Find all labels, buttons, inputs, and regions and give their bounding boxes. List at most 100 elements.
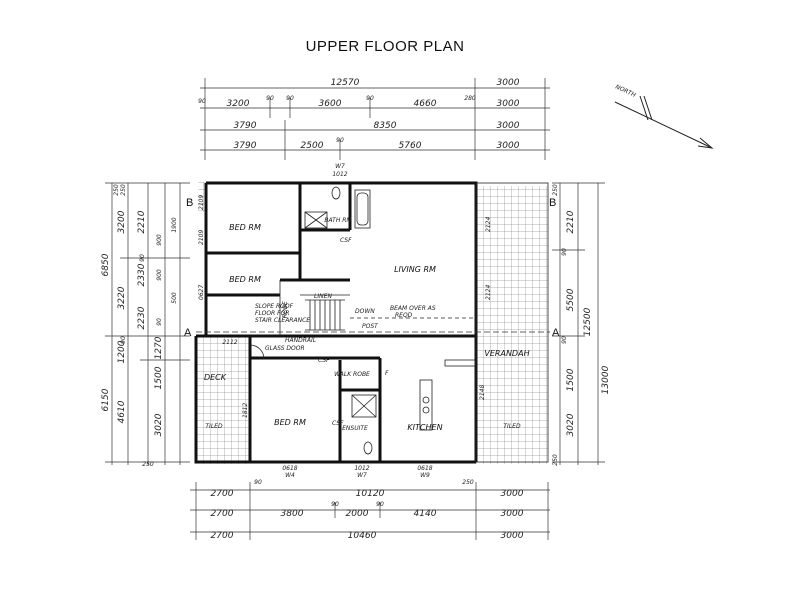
room-ensuite: ENSUITE — [342, 425, 368, 432]
dim-top-r2-c: 90 — [266, 95, 274, 102]
dim-top-r3-a: 3790 — [234, 121, 257, 131]
dim-left-inner-3: 90 — [139, 254, 146, 262]
window-w10: 2124 — [485, 285, 492, 300]
room-deck: DECK — [204, 373, 227, 382]
dim-top-r4-b: 2500 — [301, 141, 324, 151]
note-csf-3: CSF — [332, 420, 344, 427]
dim-left-mid-3: 3220 — [117, 286, 127, 309]
dim-right-mid: 12500 — [583, 307, 593, 336]
dim-top-r2-a: 90 — [198, 98, 206, 105]
section-b-right: B — [549, 197, 556, 209]
window-w7-top-tag: W7 — [335, 163, 345, 170]
dim-right-inner-4: 3020 — [566, 413, 576, 436]
note-beam-1: BEAM OVER AS — [390, 305, 436, 312]
dim-bottom-r2-b: 3800 — [281, 509, 304, 519]
dim-left-mid-2: 3200 — [117, 210, 127, 233]
dim-left-mid-4: 90 — [120, 336, 127, 344]
room-walk-robe: WALK ROBE — [334, 371, 370, 378]
dim-right-inner-1: 2210 — [566, 210, 576, 233]
window-w1: 2109 — [198, 195, 205, 210]
fixtures — [249, 186, 476, 455]
window-tags: W7 1012 0618 W4 1012 W7 0618 W9 2109 210… — [198, 163, 492, 479]
note-slope-roof-3: STAIR CLEARANCE — [255, 317, 310, 324]
room-bed-3: BED RM — [274, 418, 306, 427]
dim-left-extra-2: 900 — [156, 269, 163, 281]
top-dimensions: 12570 3000 90 3200 90 90 3600 90 4660 28… — [198, 78, 550, 160]
dim-left-extra-5: 250 — [113, 184, 120, 196]
dim-left-outer-2: 6150 — [101, 388, 111, 411]
label-tiled-right: TILED — [503, 423, 521, 430]
dim-top-r3-c: 3000 — [497, 121, 520, 131]
dim-bottom-r2-g: 3000 — [501, 509, 524, 519]
note-robe: ROBE — [282, 301, 289, 318]
window-w9-size: 0618 — [417, 465, 432, 472]
dim-left-inner-2: 2330 — [137, 263, 147, 286]
north-label: NORTH — [614, 83, 637, 99]
plan-title: UPPER FLOOR PLAN — [306, 38, 465, 55]
dim-right-extra-3: 250 — [552, 184, 559, 196]
window-w8: 2124 — [485, 217, 492, 232]
dim-left-extra-6: 250 — [142, 461, 154, 468]
dim-bottom-r1-a: 2700 — [211, 489, 234, 499]
plan-notes: SLOPE ROOF FLOOR FOR STAIR CLEARANCE BEA… — [255, 237, 436, 427]
room-bed-2: BED RM — [229, 275, 261, 284]
dim-top-r4-a: 3790 — [234, 141, 257, 151]
room-bed-1: BED RM — [229, 223, 261, 232]
window-w7-top-size: 1012 — [332, 171, 347, 178]
note-f: F — [385, 370, 389, 377]
note-csf-2: CSF — [318, 357, 330, 364]
room-bath: BATH RM — [324, 217, 352, 224]
note-post: POST — [362, 323, 379, 330]
deck-tiles — [196, 336, 250, 464]
dim-right-inner-3: 1500 — [566, 368, 576, 391]
note-glass-door: GLASS DOOR — [265, 345, 305, 352]
room-labels: BED RM BED RM BED RM BATH RM LIVING RM L… — [204, 217, 530, 432]
note-csf-1: CSF — [340, 237, 352, 244]
dim-bottom-r2-e: 90 — [376, 501, 384, 508]
dim-top-r4-d: 5760 — [399, 141, 422, 151]
window-w6: 1812 — [242, 403, 249, 418]
dim-top-r4-c: 90 — [336, 137, 344, 144]
dim-top-r2-h: 280 — [464, 95, 476, 102]
dim-left-extra-1: 900 — [156, 234, 163, 246]
section-a-left: A — [184, 327, 192, 339]
dim-bottom-r2-a: 2700 — [211, 509, 234, 519]
window-w11: 2148 — [479, 385, 486, 400]
window-w4-size: 0618 — [282, 465, 297, 472]
interior-walls — [206, 183, 476, 462]
dim-left-extra-3: 1900 — [171, 217, 178, 232]
section-b-left: B — [186, 197, 193, 209]
note-down: DOWN — [355, 308, 375, 315]
dim-left-inner-1: 2210 — [137, 210, 147, 233]
window-w4-tag: W4 — [285, 472, 295, 479]
dim-top-r3-b: 8350 — [374, 121, 397, 131]
dim-top-r2-e: 3600 — [319, 99, 342, 109]
dim-bottom-r1-e: 3000 — [501, 489, 524, 499]
dim-left-inner-8: 3020 — [154, 413, 164, 436]
room-living: LIVING RM — [394, 265, 436, 274]
room-kitchen: KITCHEN — [407, 423, 442, 432]
dim-top-r2-i: 3000 — [497, 99, 520, 109]
dim-right-outer: 13000 — [601, 365, 611, 394]
dim-top-r2-d: 90 — [286, 95, 294, 102]
dim-top-r2-g: 4660 — [414, 99, 437, 109]
left-dimensions: 6850 6150 250 3200 3220 90 1200 4610 221… — [101, 182, 190, 468]
window-w9-tag: W9 — [420, 472, 430, 479]
room-linen: LINEN — [314, 293, 332, 300]
dim-left-extra-4: 90 — [156, 318, 163, 326]
window-w2: 2109 — [198, 230, 205, 245]
north-arrow-icon: NORTH — [614, 83, 714, 149]
verandah-tiles — [476, 186, 548, 464]
dim-bottom-r1-d: 250 — [462, 479, 474, 486]
window-w7-bottom-size: 1012 — [354, 465, 369, 472]
section-a-right: A — [552, 327, 560, 339]
dim-left-mid-1: 250 — [120, 184, 127, 196]
dim-right-extra-4: 250 — [552, 454, 559, 466]
dim-right-inner-2: 5500 — [566, 288, 576, 311]
dim-left-outer-1: 6850 — [101, 253, 111, 276]
dim-bottom-r2-f: 4140 — [414, 509, 437, 519]
dim-right-extra-2: 90 — [561, 336, 568, 344]
dim-left-inner-6: 1270 — [154, 336, 164, 359]
note-slope-roof-2: FLOOR FOR — [255, 310, 289, 317]
window-w7-bottom-tag: W7 — [357, 472, 367, 479]
